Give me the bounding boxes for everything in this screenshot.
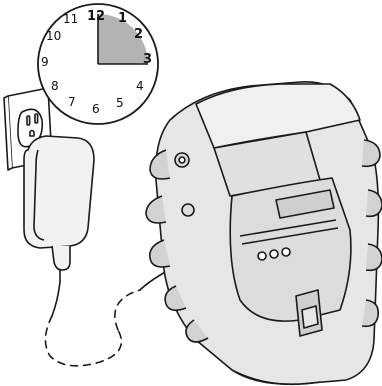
clock-number-5: 5: [116, 96, 124, 110]
clock-number-1: 1: [118, 11, 127, 26]
clock-number-11: 11: [63, 12, 78, 26]
clock-number-7: 7: [68, 95, 76, 109]
clock-number-12: 12: [87, 9, 105, 24]
clock-icon: 12 1 2 3 4 5 6 7 8 9 10 11: [38, 4, 158, 124]
clock-number-10: 10: [46, 29, 61, 43]
clock-number-3: 3: [143, 52, 152, 67]
power-adapter-icon: [24, 136, 94, 282]
clock-number-8: 8: [51, 79, 59, 93]
clock-number-4: 4: [136, 79, 144, 93]
clock-number-2: 2: [134, 27, 143, 42]
clock-number-6: 6: [92, 102, 100, 116]
clock-number-9: 9: [41, 55, 49, 69]
mobile-printer-icon: [146, 82, 382, 384]
